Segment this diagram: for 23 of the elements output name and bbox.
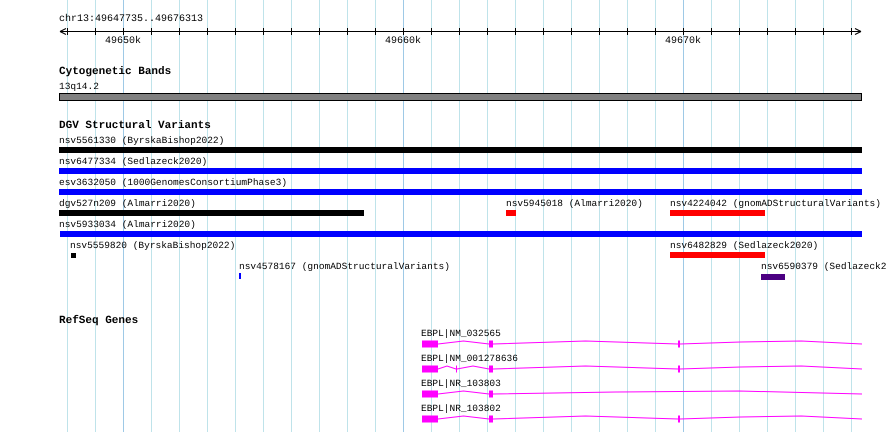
- track-title: RefSeq Genes: [59, 316, 138, 327]
- variant-label: nsv4578167 (gnomADStructuralVariants): [239, 261, 450, 272]
- ruler-tick-label: 49670k: [665, 36, 702, 47]
- ruler-tick-label: 49660k: [385, 36, 422, 47]
- track-title: DGV Structural Variants: [59, 121, 211, 132]
- transcript-label: EBPL|NR_103803: [421, 378, 501, 389]
- variant-label: dgv527n209 (Almarri2020): [59, 198, 196, 209]
- variant-label: nsv6477334 (Sedlazeck2020): [59, 156, 208, 167]
- band-label: 13q14.2: [59, 81, 99, 92]
- variant-label: nsv4224042 (gnomADStructuralVariants): [670, 198, 881, 209]
- transcript-label: EBPL|NR_103802: [421, 403, 501, 414]
- variant-label: nsv5561330 (ByrskaBishop2022): [59, 135, 224, 146]
- region-label: chr13:49647735..49676313: [59, 14, 204, 25]
- variant-label: nsv5559820 (ByrskaBishop2022): [70, 240, 236, 251]
- variant-label: nsv5933034 (Almarri2020): [59, 219, 196, 230]
- variant-label: nsv6482829 (Sedlazeck2020): [670, 240, 818, 251]
- variant-label: esv3632050 (1000GenomesConsortiumPhase3): [59, 177, 288, 188]
- variant-label: nsv6590379 (Sedlazeck2: [761, 261, 886, 272]
- track-title: Cytogenetic Bands: [59, 67, 172, 78]
- transcript-label: EBPL|NM_032565: [421, 328, 501, 339]
- variant-label: nsv5945018 (Almarri2020): [506, 198, 643, 209]
- transcript-label: EBPL|NM_001278636: [421, 353, 518, 364]
- ruler-tick-label: 49650k: [105, 36, 142, 47]
